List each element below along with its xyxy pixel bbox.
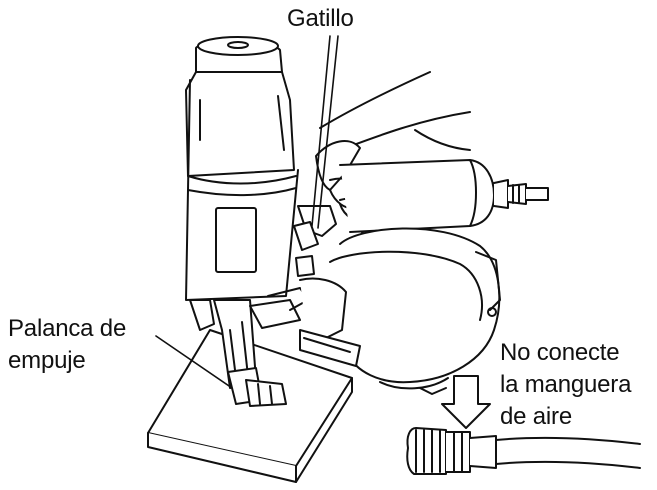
hose-warning-line1: No conecte	[500, 339, 620, 366]
air-coupler-icon	[406, 427, 497, 475]
hose-warning-line3: de aire	[500, 403, 572, 430]
air-hose-icon	[495, 436, 641, 469]
trigger-label: Gatillo	[287, 5, 354, 32]
tool-handle	[339, 159, 549, 233]
coil-magazine	[299, 227, 501, 395]
leader-lines	[155, 35, 339, 389]
push-lever-label-line1: Palanca de	[8, 315, 127, 342]
push-lever-label-line2: empuje	[8, 347, 86, 374]
coil-nailer-icon	[185, 36, 319, 407]
down-arrow-icon	[441, 375, 491, 429]
hose-warning-line2: la manguera	[500, 371, 632, 398]
